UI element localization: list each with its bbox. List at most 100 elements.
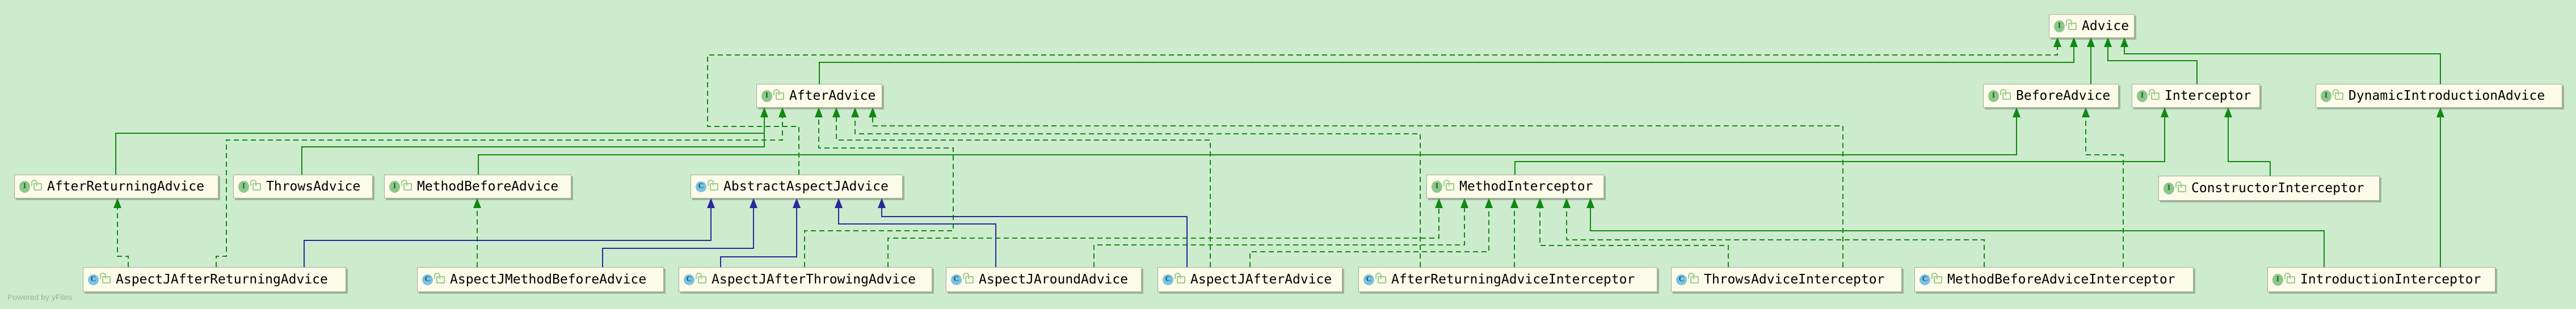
- class-icon: C: [1920, 274, 1930, 285]
- class-node-methodbeforeadvice[interactable]: I MethodBeforeAdvice: [384, 175, 571, 198]
- class-icon: C: [684, 274, 694, 285]
- node-label: AfterReturningAdviceInterceptor: [1391, 272, 1635, 287]
- class-node-afterreturningadvice[interactable]: I AfterReturningAdvice: [14, 175, 218, 198]
- open-lock-icon: [1931, 272, 1942, 283]
- open-lock-icon: [2149, 88, 2160, 100]
- edge-dynamicintroductionadvice-extends-advice: [2120, 37, 2441, 84]
- node-label: MethodBeforeAdviceInterceptor: [1947, 272, 2175, 287]
- open-lock-icon: [100, 272, 111, 283]
- edge-aspectjafteradvice-implements-afteradvice: [832, 107, 1211, 267]
- class-node-methodbeforeadviceinterceptor[interactable]: C MethodBeforeAdviceInterceptor: [1914, 267, 2194, 292]
- class-node-constructorinterceptor[interactable]: I ConstructorInterceptor: [2158, 176, 2380, 201]
- edge-constructorinterceptor-extends-interceptor: [2224, 107, 2271, 176]
- open-lock-icon: [1375, 272, 1386, 283]
- class-node-aspectjafterreturningadvice[interactable]: C AspectJAfterReturningAdvice: [83, 267, 346, 292]
- edge-methodbeforeadvice-extends-beforeadvice: [478, 107, 2021, 175]
- edge-aspectjafterthrowingadvice-implements-afteradvice: [804, 107, 954, 267]
- class-node-afteradvice[interactable]: I AfterAdvice: [756, 84, 882, 108]
- node-label: AfterReturningAdvice: [47, 179, 204, 194]
- class-node-beforeadvice[interactable]: I BeforeAdvice: [1983, 84, 2119, 108]
- open-lock-icon: [434, 272, 445, 283]
- node-label: AfterAdvice: [789, 88, 876, 103]
- edge-aspectjafterreturningadvice-implements-afteradvice: [216, 107, 786, 267]
- class-icon: C: [1363, 274, 1374, 285]
- open-lock-icon: [2333, 88, 2343, 100]
- class-node-aspectjafterthrowingadvice[interactable]: C AspectJAfterThrowingAdvice: [679, 267, 932, 292]
- edge-abstractaspectjadvice-implements-advice: [707, 37, 2061, 175]
- node-label: AbstractAspectJAdvice: [723, 179, 889, 194]
- class-node-aspectjmethodbeforeadvice[interactable]: C AspectJMethodBeforeAdvice: [417, 267, 664, 292]
- edge-aspectjafterthrowingadvice-extends-abstractaspectjadvice: [720, 198, 801, 267]
- open-lock-icon: [250, 179, 261, 191]
- edge-afterreturningadvice-extends-afteradvice: [115, 107, 768, 175]
- node-label: BeforeAdvice: [2016, 88, 2111, 103]
- class-node-aspectjafteradvice[interactable]: C AspectJAfterAdvice: [1157, 267, 1342, 292]
- node-label: IntroductionInterceptor: [2300, 272, 2481, 287]
- open-lock-icon: [696, 272, 706, 283]
- open-lock-icon: [1688, 272, 1699, 283]
- class-node-afterreturningadviceinterceptor[interactable]: C AfterReturningAdviceInterceptor: [1358, 267, 1657, 292]
- node-label: ThrowsAdviceInterceptor: [1704, 272, 1885, 287]
- node-label: MethodInterceptor: [1459, 179, 1593, 194]
- interface-icon: I: [238, 180, 249, 193]
- edge-throwsadvice-extends-afteradvice: [301, 133, 765, 175]
- open-lock-icon: [708, 179, 718, 191]
- edge-methodinterceptor-extends-interceptor: [1514, 107, 2169, 175]
- open-lock-icon: [2175, 181, 2186, 192]
- edge-introductioninterceptor-extends-methodinterceptor: [1586, 198, 2325, 267]
- powered-by-watermark: Powered by yFiles: [7, 293, 73, 302]
- edge-aspectjafterthrowingadvice-implements-methodinterceptor: [887, 198, 1443, 267]
- class-node-dynamicintroductionadvice[interactable]: I DynamicIntroductionAdvice: [2316, 84, 2562, 108]
- edge-afterreturningadviceinterceptor-implements-afteradvice: [851, 107, 1421, 267]
- class-icon: C: [1163, 274, 1173, 285]
- open-lock-icon: [773, 88, 784, 100]
- edge-throwsadviceinterceptor-implements-afteradvice: [869, 107, 1843, 267]
- node-label: Advice: [2082, 19, 2129, 33]
- open-lock-icon: [963, 272, 974, 283]
- node-label: DynamicIntroductionAdvice: [2348, 88, 2545, 103]
- node-label: Interceptor: [2165, 88, 2251, 103]
- class-icon: C: [696, 181, 706, 192]
- edge-afteradvice-extends-advice: [819, 37, 2078, 84]
- interface-icon: I: [2321, 90, 2331, 102]
- edge-aspectjafterreturningadvice-extends-abstractaspectjadvice: [304, 198, 715, 267]
- node-label: AspectJMethodBeforeAdvice: [450, 272, 647, 287]
- edge-methodbeforeadviceinterceptor-implements-methodinterceptor: [1563, 198, 1985, 267]
- edge-methodbeforeadviceinterceptor-implements-beforeadvice: [2082, 107, 2124, 267]
- open-lock-icon: [2284, 272, 2295, 283]
- edge-aspectjafterreturningadvice-implements-afterreturningadvice: [113, 198, 129, 267]
- node-label: MethodBeforeAdvice: [417, 179, 559, 194]
- node-label: AspectJAfterReturningAdvice: [116, 272, 328, 287]
- class-node-introductioninterceptor[interactable]: I IntroductionInterceptor: [2267, 267, 2495, 292]
- edge-aspectjaroundadvice-extends-abstractaspectjadvice: [835, 198, 996, 267]
- class-node-abstractaspectjadvice[interactable]: C AbstractAspectJAdvice: [691, 175, 903, 198]
- open-lock-icon: [1175, 272, 1185, 283]
- class-icon: C: [1676, 274, 1687, 285]
- edge-aspectjafteradvice-extends-abstractaspectjadvice: [878, 198, 1188, 267]
- class-node-aspectjaroundadvice[interactable]: C AspectJAroundAdvice: [946, 267, 1142, 292]
- interface-icon: I: [19, 180, 30, 193]
- class-node-advice[interactable]: I Advice: [2049, 14, 2135, 38]
- open-lock-icon: [401, 179, 412, 191]
- interface-icon: I: [1432, 180, 1442, 193]
- node-label: AspectJAroundAdvice: [979, 272, 1129, 287]
- node-label: ConstructorInterceptor: [2191, 181, 2364, 196]
- class-icon: C: [422, 274, 433, 285]
- node-label: ThrowsAdvice: [266, 179, 361, 194]
- interface-icon: I: [761, 90, 772, 102]
- class-node-interceptor[interactable]: I Interceptor: [2132, 84, 2260, 108]
- class-node-methodinterceptor[interactable]: I MethodInterceptor: [1426, 175, 1604, 198]
- node-label: AspectJAfterThrowingAdvice: [712, 272, 916, 287]
- interface-icon: I: [2163, 182, 2174, 194]
- edge-aspectjmethodbeforeadvice-extends-abstractaspectjadvice: [602, 198, 757, 267]
- class-icon: C: [951, 274, 962, 285]
- open-lock-icon: [2066, 19, 2077, 30]
- open-lock-icon: [1443, 179, 1454, 191]
- class-node-throwsadviceinterceptor[interactable]: C ThrowsAdviceInterceptor: [1671, 267, 1902, 292]
- interface-icon: I: [2137, 90, 2148, 102]
- class-node-throwsadvice[interactable]: I ThrowsAdvice: [233, 175, 373, 198]
- edge-throwsadviceinterceptor-implements-methodinterceptor: [1536, 198, 1729, 267]
- edge-aspectjaroundadvice-implements-methodinterceptor: [1093, 198, 1468, 267]
- interface-icon: I: [2054, 20, 2065, 32]
